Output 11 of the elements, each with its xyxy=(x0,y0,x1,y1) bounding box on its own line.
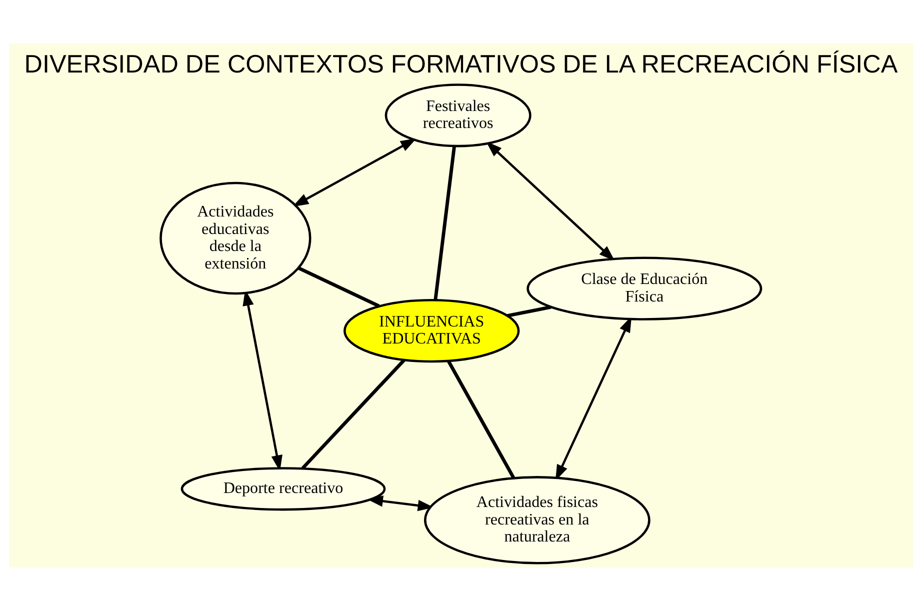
node-ellipse: Clase de Educación Física xyxy=(526,256,762,320)
connector xyxy=(446,360,515,478)
node-ellipse: Actividades fisicas recreativas en la naturaleza xyxy=(424,476,650,564)
connector xyxy=(506,304,551,317)
node-ellipse: Deporte recreativo xyxy=(180,466,386,510)
diagram-title: DIVERSIDAD DE CONTEXTOS FORMATIVOS DE LA RECREACIÓN FÍSICA xyxy=(24,50,898,78)
connector xyxy=(433,145,456,300)
connector xyxy=(297,266,380,308)
node-ellipse: Festivales recreativos xyxy=(384,83,531,147)
node-ellipse: INFLUENCIAS EDUCATIVAS xyxy=(342,298,520,362)
connector xyxy=(300,358,405,469)
